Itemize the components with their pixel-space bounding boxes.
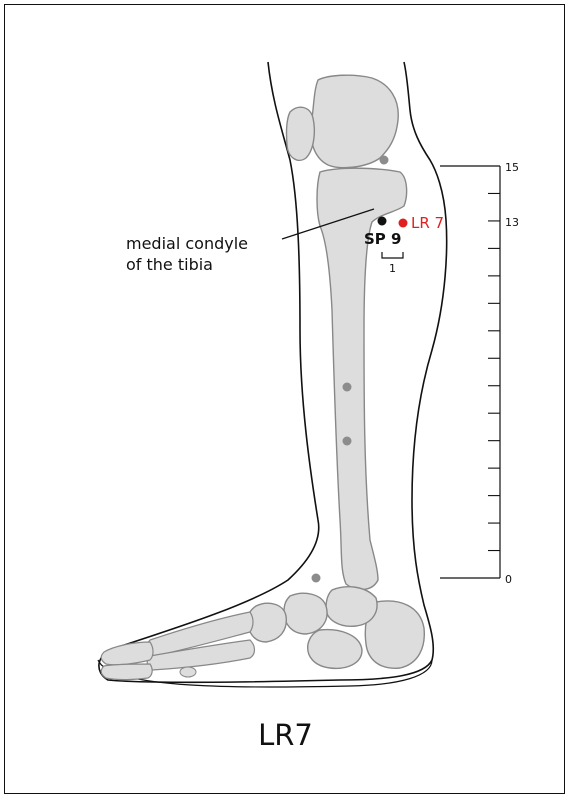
offset-label: 1 bbox=[389, 262, 396, 275]
sp9-point bbox=[378, 217, 387, 226]
scale-label-bottom: 0 bbox=[505, 573, 512, 586]
landmark-label-line1: medial condyle bbox=[126, 234, 248, 253]
lr7-label: LR 7 bbox=[411, 214, 444, 232]
landmark-label-line2: of the tibia bbox=[126, 255, 213, 274]
marker-dot-knee bbox=[380, 156, 389, 165]
measurement-scale: 15 13 0 bbox=[440, 161, 519, 586]
marker-dot-ankle bbox=[312, 574, 321, 583]
navicular-bone bbox=[284, 593, 327, 634]
marker-dot-shin-lower bbox=[343, 437, 352, 446]
phalanges-bone bbox=[101, 664, 152, 680]
scale-ticks bbox=[488, 193, 500, 550]
lr7-point bbox=[399, 219, 408, 228]
leg-skin-outline bbox=[99, 62, 447, 682]
diagram-title: LR7 bbox=[0, 718, 571, 752]
sp9-label: SP 9 bbox=[364, 230, 401, 248]
cuboid-bone bbox=[308, 630, 362, 669]
talus-bone bbox=[326, 587, 377, 627]
marker-dot-shin-upper bbox=[343, 383, 352, 392]
cuneiform-bone bbox=[248, 603, 286, 642]
phalanges-bone bbox=[101, 642, 153, 665]
scale-label-top: 15 bbox=[505, 161, 519, 174]
femur-bone bbox=[311, 75, 398, 167]
sesamoid-bone bbox=[180, 667, 196, 677]
patella-bone bbox=[286, 107, 314, 160]
offset-bracket bbox=[382, 252, 403, 258]
scale-label-mark: 13 bbox=[505, 216, 519, 229]
